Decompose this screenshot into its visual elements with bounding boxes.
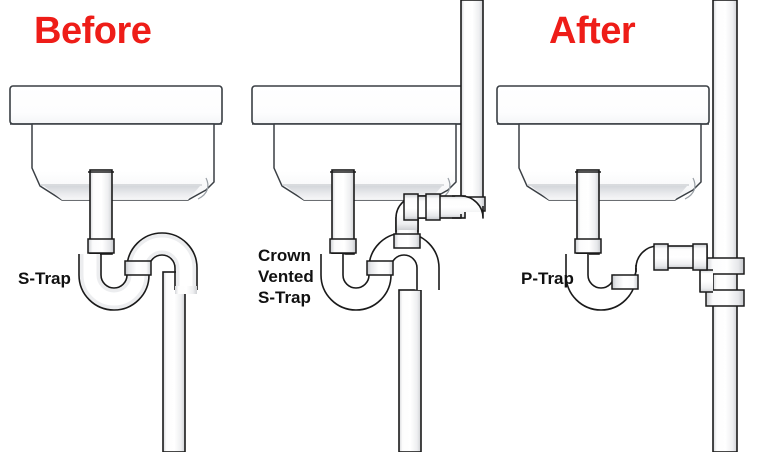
drain-connection-before bbox=[175, 286, 197, 294]
vent-stack-after bbox=[712, 0, 738, 452]
tailpiece-crown-vented bbox=[329, 169, 357, 255]
drain-pipe-crown-vented bbox=[398, 289, 422, 452]
vent-stack-crown-vented bbox=[458, 0, 486, 212]
heading-before: Before bbox=[34, 10, 152, 52]
sink-crown-vented bbox=[251, 85, 465, 201]
label-s-trap-text: S-Trap bbox=[18, 269, 71, 288]
s-trap-before bbox=[78, 232, 198, 311]
label-crown-vented-line3: S-Trap bbox=[258, 288, 311, 307]
label-crown-vented-s-trap: Crown Vented S-Trap bbox=[258, 245, 314, 308]
sanitary-tee-after bbox=[699, 257, 745, 307]
label-p-trap-text: P-Trap bbox=[521, 269, 574, 288]
diagram-crown-vented-s-trap bbox=[251, 0, 486, 452]
sink-before bbox=[9, 85, 223, 201]
tailpiece-before bbox=[87, 169, 115, 255]
drain-pipe-before bbox=[162, 271, 186, 452]
p-trap-after bbox=[565, 245, 666, 311]
label-p-trap: P-Trap bbox=[521, 268, 574, 289]
diagram-before-s-trap bbox=[9, 85, 223, 452]
label-crown-vented-line2: Vented bbox=[258, 267, 314, 286]
tailpiece-after bbox=[574, 169, 602, 255]
label-s-trap: S-Trap bbox=[18, 268, 71, 289]
sink-after bbox=[496, 85, 710, 201]
crown-vent-run bbox=[395, 193, 484, 232]
diagram-after-p-trap bbox=[496, 0, 745, 452]
label-crown-vented-line1: Crown bbox=[258, 246, 311, 265]
trap-arm-after bbox=[653, 243, 708, 271]
heading-after: After bbox=[549, 10, 636, 52]
